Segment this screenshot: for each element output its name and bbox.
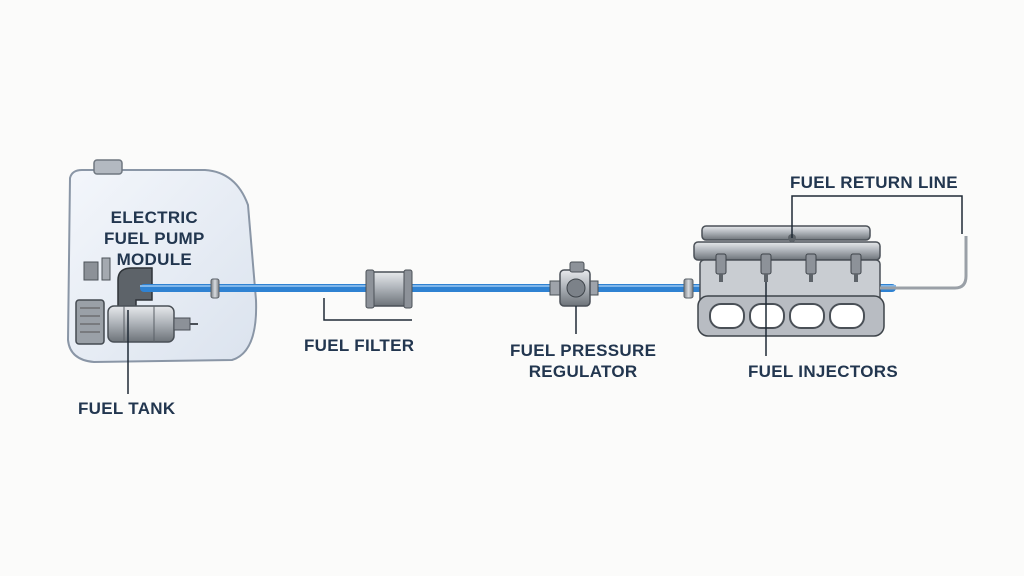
fuel-injectors	[715, 253, 862, 282]
line-fitting	[210, 278, 220, 299]
leader-return-line	[791, 195, 963, 238]
leader-fuel-filter	[323, 298, 412, 321]
fuel-line-highlight	[140, 285, 896, 287]
electric-fuel-pump-module	[75, 257, 198, 345]
engine-fuel-rail	[693, 225, 885, 337]
fuel-return-line	[880, 236, 968, 290]
fuel-injector	[760, 253, 772, 282]
label-pump-module: ELECTRIC FUEL PUMP MODULE	[104, 208, 205, 269]
label-fuel-injectors: FUEL INJECTORS	[748, 362, 898, 381]
label-pressure-regulator: FUEL PRESSURE REGULATOR	[510, 341, 657, 381]
fuel-injector	[850, 253, 862, 282]
fuel-injector	[805, 253, 817, 282]
fuel-injector	[715, 253, 727, 282]
fuel-filter	[365, 269, 413, 309]
line-fitting	[683, 278, 694, 299]
label-fuel-filter: FUEL FILTER	[304, 336, 415, 355]
fuel-pressure-regulator	[549, 261, 599, 307]
label-fuel-tank: FUEL TANK	[78, 399, 176, 418]
tank-filler-cap	[93, 159, 123, 175]
label-return-line: FUEL RETURN LINE	[790, 173, 958, 192]
